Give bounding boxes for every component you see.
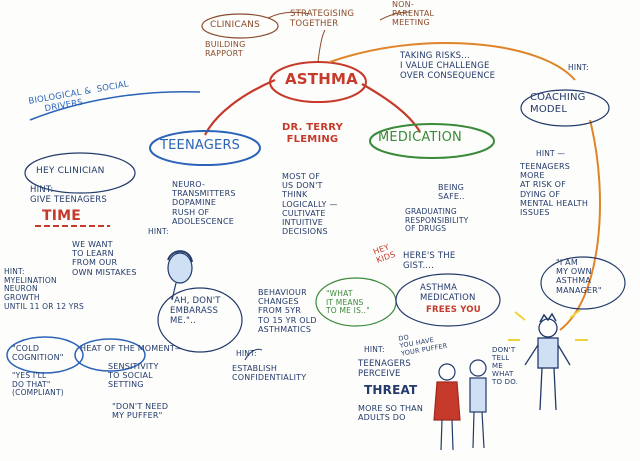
own-manager-bubble [540, 256, 626, 310]
embarass-bubble [157, 287, 243, 353]
cold-cognition-label: "COLD COGNITION" [12, 344, 64, 363]
being-safe-note: BEING SAFE.. [438, 183, 465, 202]
presenter-name: DR. TERRY FLEMING [282, 122, 344, 145]
graduating-note: GRADUATING RESPONSIBILITY OF DRUGS [405, 207, 469, 234]
dont-embarass-quote: "AH, DON'T EMBARASS ME.".. [170, 296, 221, 326]
frees-you-label: FREES YOU [426, 305, 481, 315]
building-rapport-label: BUILDING RAPPORT [205, 40, 246, 59]
heat-moment-label: HEAT OF THE MOMENT— [80, 344, 184, 353]
coaching-arc-top [329, 41, 576, 81]
nonparental-connector [379, 11, 411, 21]
asthma-to-top [317, 29, 326, 63]
own-manager-quote: "I AM MY OWN ASTHMA MANAGER" [556, 258, 602, 295]
medication-oval [369, 123, 495, 159]
medication-label: MEDICATION [378, 130, 462, 145]
teenagers-label: TEENAGERS [160, 138, 241, 153]
sparkle-marks [508, 309, 588, 341]
mother-figure [433, 363, 461, 451]
coaching-model-label: COACHING MODEL [530, 92, 586, 115]
behaviour-changes-note: BEHAVIOUR CHANGES FROM 5YR TO 15 YR OLD … [258, 288, 317, 334]
clinicians-connector [267, 11, 311, 19]
nonparental-label: NON- PARENTAL MEETING [392, 0, 435, 28]
teenagers-oval [149, 130, 261, 166]
establish-confidentiality-note: ESTABLISH CONFIDENTIALITY [232, 364, 307, 383]
confident-boy-figure [524, 312, 571, 411]
hint-conf-mark [244, 348, 263, 361]
hint-threat-label: HINT: [364, 345, 385, 354]
more-than-adults-note: MORE SO THAN ADULTS DO [358, 404, 424, 423]
sensitivity-note: SENSITIVITY TO SOCIAL SETTING [108, 362, 159, 390]
asthma-medication-bubble [395, 273, 501, 327]
heres-gist-note: HERE'S THE GIST.... [403, 251, 456, 271]
coaching-oval [520, 89, 610, 127]
hint-teen-risk-label: HINT — [536, 149, 566, 158]
strategising-label: STRATEGISING TOGETHER [290, 9, 355, 29]
teenagers-perceive-note: TEENAGERS PERCEIVE [358, 359, 412, 379]
myelination-note: HINT: MYELINATION NEURON GROWTH UNTIL 11… [4, 267, 84, 311]
teen-risk-note: TEENAGERS MORE AT RISK OF DYING OF MENTA… [520, 162, 589, 217]
teen-figure-bottom [469, 359, 487, 449]
asthma-title: ASTHMA [285, 70, 358, 88]
dont-tell-quote: DON'T TELL ME WHAT TO DO. [492, 346, 519, 387]
yes-ill-quote: "YES I'LL DO THAT" (COMPLIANT) [12, 371, 64, 398]
learn-mistakes-note: WE WANT TO LEARN FROM OUR OWN MISTAKES [72, 240, 137, 277]
heat-moment-loop [74, 338, 146, 372]
hey-clinician-bubble [24, 152, 136, 194]
hint-give-teenagers: HINT: GIVE TEENAGERS [30, 185, 107, 205]
neurotransmitters-note: NEURO- TRANSMITTERS DOPAMINE RUSH OF ADO… [172, 180, 236, 226]
asthma-to-teenagers [204, 78, 276, 136]
bio-drivers-arc [29, 91, 201, 121]
what-it-means-quote: "WHAT IT MEANS TO ME IS.." [326, 289, 370, 316]
coaching-arc-right [559, 119, 601, 331]
hint-label-teen: HINT: [148, 227, 169, 236]
cold-cognition-loop [6, 336, 84, 374]
clinicians-label: CLINICANS [210, 20, 261, 30]
hint-confidentiality-label: HINT: [236, 349, 257, 358]
asthma-medication-label: ASTHMA MEDICATION [420, 283, 476, 303]
asthma-to-medication [361, 83, 421, 133]
threat-label: THREAT [364, 383, 418, 397]
hey-clinician-label: HEY CLINICIAN [36, 166, 105, 176]
taking-risks-note: TAKING RISKS... I VALUE CHALLENGE OVER C… [400, 51, 496, 81]
hint-coaching-label: HINT: [568, 63, 589, 72]
dont-need-puffer-quote: "DON'T NEED MY PUFFER" [112, 402, 169, 421]
most-of-us-note: MOST OF US DON'T THINK LOGICALLY — CULTI… [282, 172, 338, 237]
clinicians-oval [201, 13, 279, 39]
time-label: TIME [42, 208, 82, 224]
worried-teen-figure [167, 250, 193, 301]
